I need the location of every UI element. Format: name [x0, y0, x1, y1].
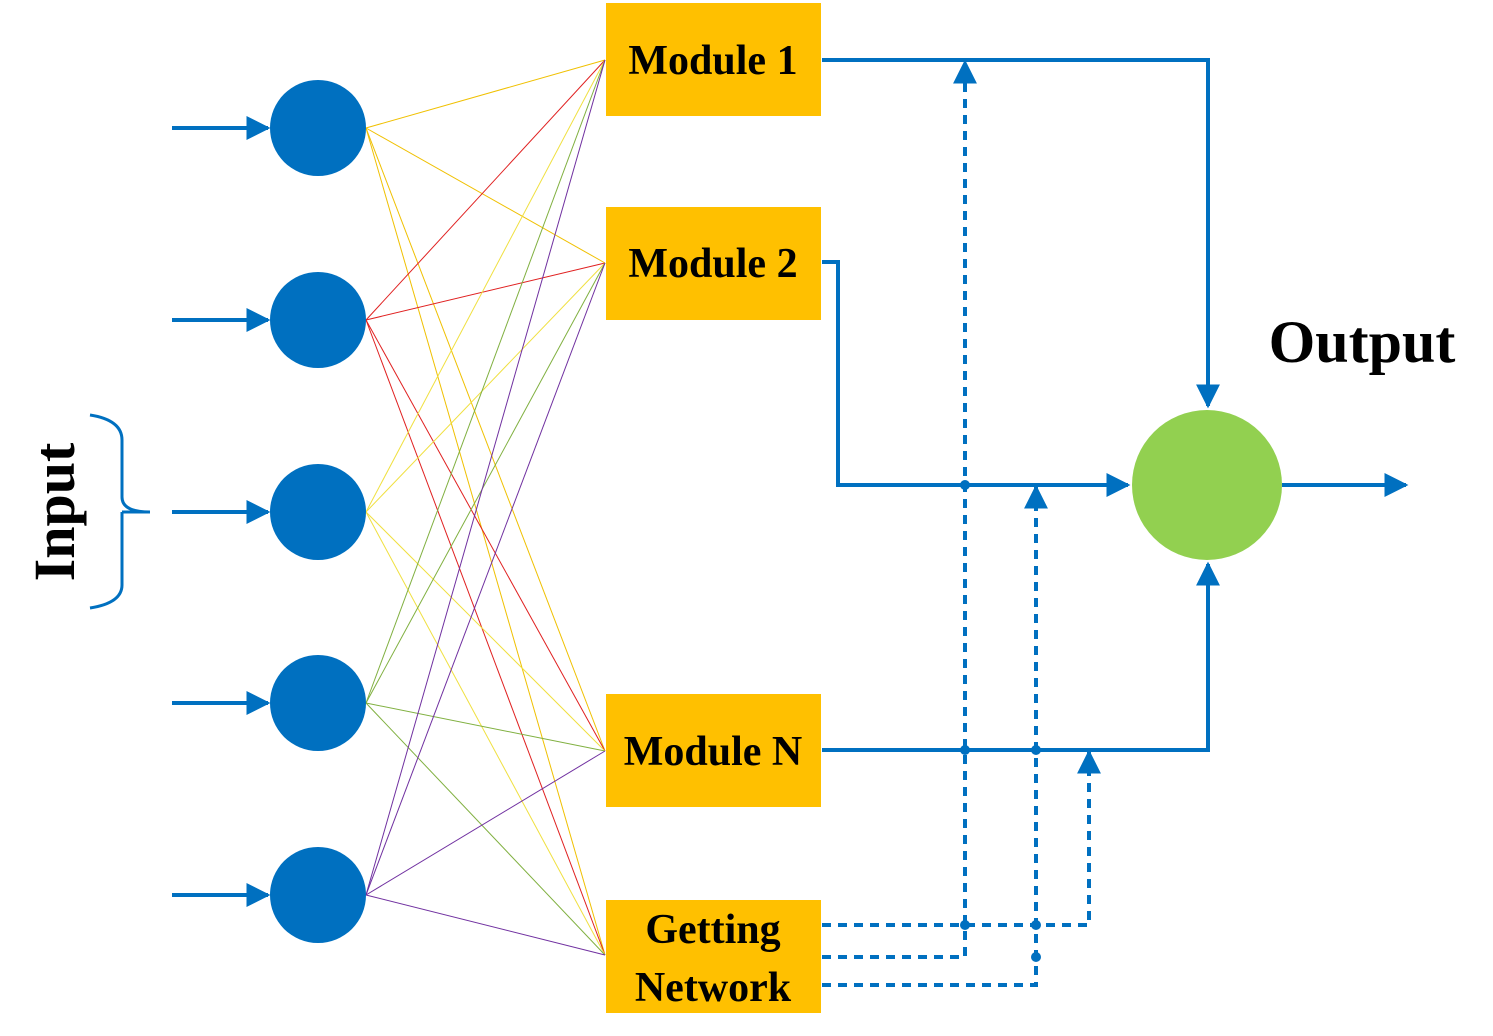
edge-node-2-to-target-2: [365, 262, 606, 321]
edge-node-5-to-target-4: [365, 894, 606, 956]
input-node-1: [270, 80, 366, 176]
input-node-4: [270, 655, 366, 751]
edge-node-2-to-target-1: [365, 59, 606, 321]
edge-node-5-to-target-2: [365, 262, 606, 896]
module-1-path: [822, 58, 1220, 409]
edge-node-2-to-target-4: [365, 319, 606, 956]
module-2-label: Module 2: [628, 241, 797, 287]
edge-node-1-to-target-4: [365, 127, 606, 956]
edge-node-5-to-target-3: [365, 750, 606, 896]
input-nodes: [270, 80, 366, 943]
edge-node-3-to-target-2: [365, 262, 606, 513]
module-1-box: [606, 3, 821, 116]
input-node-2: [270, 272, 366, 368]
edge-node-3-to-target-4: [365, 511, 606, 956]
edge-node-1-to-target-1: [365, 59, 606, 129]
module-n-box: [606, 694, 821, 807]
edge-node-4-to-target-2: [365, 262, 606, 704]
edge-node-4-to-target-1: [365, 59, 606, 704]
module-1-label: Module 1: [628, 38, 797, 84]
module-n-path: [822, 561, 1220, 752]
gating-to-module-2: [822, 484, 1048, 987]
gating-to-module-n: [822, 749, 1101, 927]
gating-to-module-1: [822, 59, 977, 959]
module-2-path: [822, 260, 1131, 497]
edge-node-3-to-target-1: [365, 59, 606, 513]
edge-node-3-to-target-3: [365, 511, 606, 752]
edge-node-5-to-target-1: [365, 59, 606, 896]
input-node-3: [270, 464, 366, 560]
junction-dot: [1031, 952, 1041, 962]
gating-paths: [822, 59, 1101, 987]
gating-label-line1: Getting: [645, 907, 780, 953]
edge-node-4-to-target-4: [365, 702, 606, 956]
junction-dot: [960, 745, 970, 755]
edge-node-4-to-target-3: [365, 702, 606, 752]
input-brace: [89, 413, 151, 610]
junction-dot: [960, 920, 970, 930]
junction-dots: [960, 480, 1041, 962]
input-node-5: [270, 847, 366, 943]
input-label: Input: [22, 442, 87, 581]
junction-dot: [1031, 920, 1041, 930]
junction-dot: [960, 480, 970, 490]
gating-network-box: [606, 900, 821, 1013]
output-node: [1132, 410, 1282, 560]
junction-dot: [1031, 745, 1041, 755]
module-boxes: Module 1 Module 2 Module N Getting Netwo…: [606, 3, 821, 1013]
module-2-box: [606, 207, 821, 320]
gating-label-line2: Network: [635, 965, 792, 1011]
module-output-paths: [822, 58, 1409, 752]
edge-node-2-to-target-3: [365, 319, 606, 752]
edge-node-1-to-target-2: [365, 127, 606, 264]
output-label: Output: [1269, 309, 1456, 375]
edge-node-1-to-target-3: [365, 127, 606, 752]
connection-edges: [365, 59, 606, 956]
input-arrows: [172, 116, 271, 907]
module-n-label: Module N: [624, 729, 803, 775]
